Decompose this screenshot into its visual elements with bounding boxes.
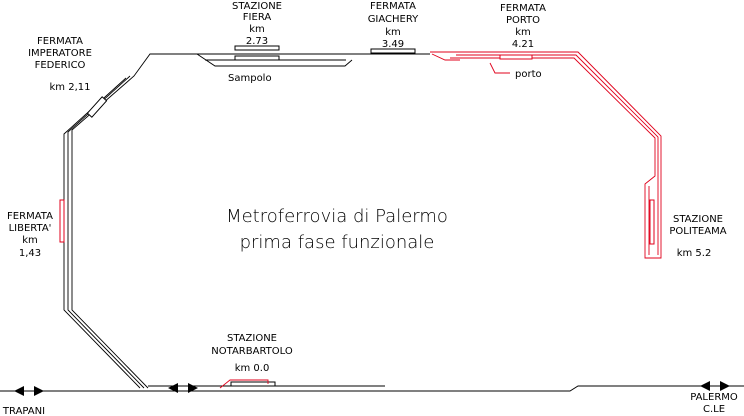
svg-text:POLITEAMA: POLITEAMA	[669, 226, 726, 237]
endpoint-palermo: PALERMO	[690, 392, 738, 403]
platform-notarbartolo	[230, 381, 276, 387]
arrow-right-icon	[720, 381, 730, 391]
branch-label-sampolo: Sampolo	[228, 73, 272, 84]
svg-text:LIBERTA': LIBERTA'	[9, 223, 52, 234]
platform-imperatore-federico	[86, 96, 108, 118]
station-label-fiera: STAZIONE FIERA km 2.73	[232, 1, 282, 47]
station-label-liberta: FERMATA LIBERTA' km 1,43	[7, 211, 53, 259]
diagram-title-line1: Metroferrovia di Palermo	[226, 206, 448, 227]
svg-text:FERMATA: FERMATA	[500, 3, 546, 14]
svg-text:FERMATA: FERMATA	[7, 211, 53, 222]
svg-text:1,43: 1,43	[19, 248, 41, 259]
direction-arrows	[14, 381, 730, 396]
svg-text:PORTO: PORTO	[506, 15, 540, 26]
station-label-porto: FERMATA PORTO km 4.21	[500, 3, 546, 50]
svg-text:km 0.0: km 0.0	[235, 363, 270, 374]
svg-text:STAZIONE: STAZIONE	[232, 1, 282, 12]
endpoint-trapani: TRAPANI	[2, 406, 45, 416]
svg-text:STAZIONE: STAZIONE	[227, 333, 277, 344]
endpoint-palermo-cle: C.LE	[703, 404, 725, 415]
mainline-track	[0, 385, 744, 392]
svg-text:2.73: 2.73	[246, 36, 268, 47]
platform-politeama	[649, 199, 655, 245]
platform-fiera-south	[234, 55, 280, 61]
svg-text:IMPERATORE: IMPERATORE	[28, 48, 92, 59]
platform-giachery	[370, 48, 416, 54]
platforms	[59, 45, 655, 389]
svg-text:km: km	[515, 27, 531, 38]
svg-text:km 2,11: km 2,11	[50, 82, 91, 93]
svg-text:FERMATA: FERMATA	[37, 36, 83, 47]
svg-text:GIACHERY: GIACHERY	[368, 14, 419, 25]
svg-text:4.21: 4.21	[512, 39, 534, 50]
arrow-left-icon	[168, 383, 178, 393]
svg-text:NOTARBARTOLO: NOTARBARTOLO	[211, 346, 293, 357]
svg-text:km: km	[249, 24, 265, 35]
svg-text:STAZIONE: STAZIONE	[673, 214, 723, 225]
platform-fiera-north	[234, 45, 280, 51]
ring-track-new	[430, 51, 662, 259]
platform-liberta	[59, 199, 65, 243]
station-label-imperatore-federico: FERMATA IMPERATORE FEDERICO km 2,11	[28, 36, 92, 93]
svg-text:FERMATA: FERMATA	[370, 1, 416, 12]
diagram-title-line2: prima fase funzionale	[240, 232, 435, 253]
arrow-left-icon	[14, 386, 24, 396]
svg-text:km: km	[22, 235, 38, 246]
svg-text:3.49: 3.49	[382, 39, 404, 50]
arrow-right-icon	[34, 386, 44, 396]
platform-porto	[499, 54, 533, 60]
arrow-right-icon	[188, 383, 198, 393]
arrow-left-icon	[700, 381, 710, 391]
svg-text:FEDERICO: FEDERICO	[35, 60, 86, 71]
station-label-politeama: STAZIONE POLITEAMA km 5.2	[669, 214, 726, 259]
svg-text:km 5.2: km 5.2	[677, 248, 712, 259]
station-label-giachery: FERMATA GIACHERY km 3.49	[368, 1, 419, 50]
station-label-notarbartolo: STAZIONE NOTARBARTOLO km 0.0	[211, 333, 293, 374]
svg-text:km: km	[385, 27, 401, 38]
svg-text:FIERA: FIERA	[243, 12, 272, 23]
branch-label-porto: porto	[515, 69, 542, 80]
